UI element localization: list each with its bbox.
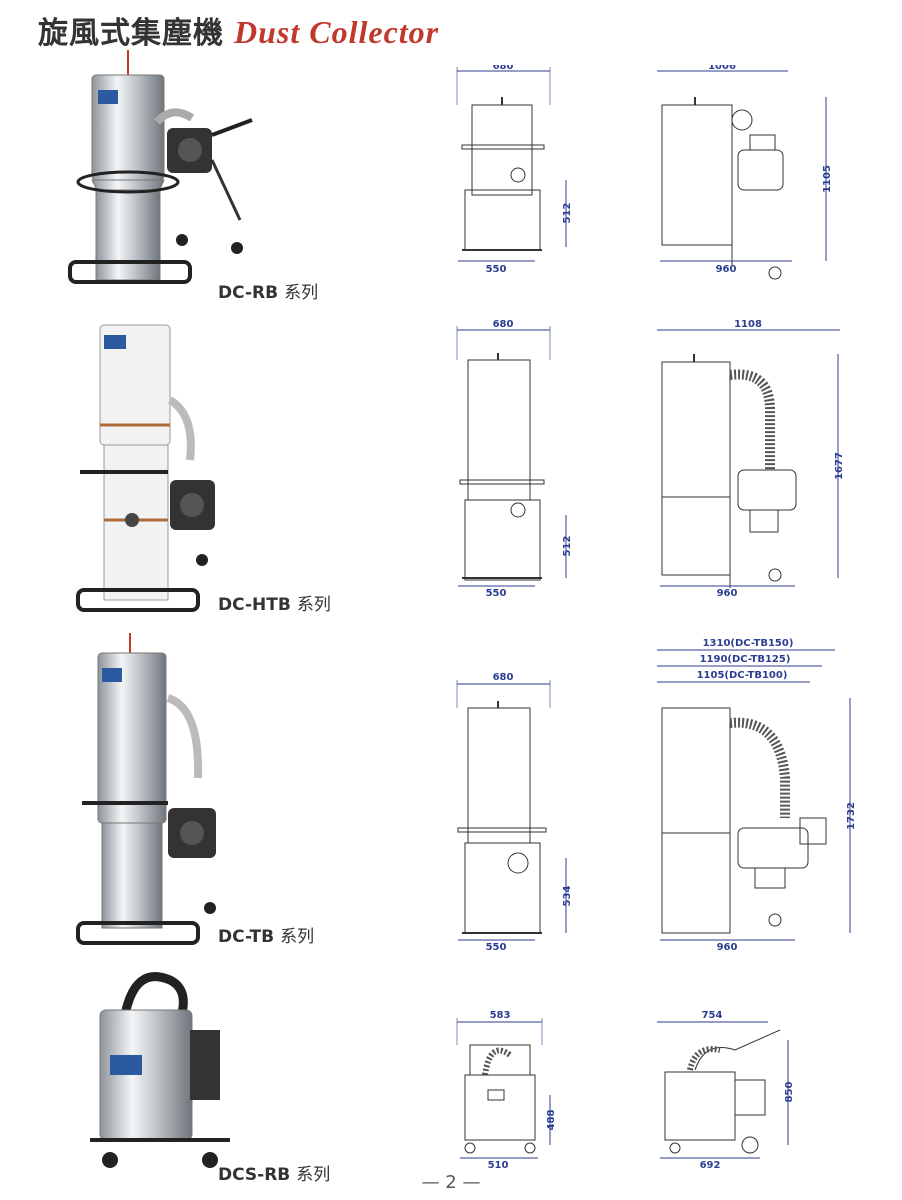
- dc-rb-photo: [68, 50, 253, 284]
- title-zh: 旋風式集塵機: [38, 16, 224, 51]
- dim-base: 960: [716, 264, 737, 275]
- model-name: DC-HTB: [218, 595, 291, 615]
- model-suffix: 系列: [296, 1165, 331, 1185]
- dim-height: 512: [562, 536, 573, 557]
- dc-htb-side-drawing: 1108 960 1677: [657, 320, 845, 599]
- dim-width: 680: [493, 65, 514, 72]
- dim-width: 680: [493, 672, 514, 683]
- model-suffix: 系列: [284, 283, 319, 303]
- dim-base: 960: [717, 588, 738, 599]
- model-name: DC-TB: [218, 927, 275, 947]
- dc-tb-photo: [76, 633, 216, 945]
- dim-width: 754: [702, 1010, 723, 1021]
- dim-width-tb125: 1190(DC-TB125): [700, 654, 791, 665]
- dc-htb-front-drawing: 680 550 512: [456, 320, 573, 599]
- page-number: — 2 —: [421, 1172, 481, 1193]
- dim-width: 583: [490, 1010, 511, 1021]
- dim-height: 512: [562, 203, 573, 224]
- dim-base: 510: [488, 1160, 509, 1170]
- dc-rb-front-drawing: 680 550 512: [456, 65, 573, 275]
- model-suffix: 系列: [296, 595, 331, 615]
- dim-width: 680: [493, 320, 514, 330]
- dim-base: 692: [700, 1160, 721, 1170]
- dim-base: 550: [486, 264, 507, 275]
- dim-height: 534: [562, 886, 573, 907]
- model-name: DCS-RB: [218, 1165, 291, 1185]
- dim-width: 1006: [708, 65, 736, 72]
- title-en: Dust Collector: [234, 14, 440, 50]
- model-name: DC-RB: [218, 283, 279, 303]
- dc-tb-front-drawing: 680 550 534: [456, 672, 573, 953]
- dim-base: 550: [486, 942, 507, 953]
- dim-width-tb100: 1105(DC-TB100): [697, 670, 788, 681]
- dim-height: 850: [784, 1082, 795, 1103]
- dcs-rb-photo: [90, 972, 230, 1168]
- dc-htb-photo: [76, 324, 215, 612]
- dim-base: 550: [486, 588, 507, 599]
- dc-tb-side-drawing: 1310(DC-TB150) 1190(DC-TB125) 1105(DC-TB…: [657, 638, 857, 953]
- page-title: 旋風式集塵機 Dust Collector: [38, 8, 439, 52]
- model-suffix: 系列: [280, 927, 315, 947]
- dim-base: 960: [717, 942, 738, 953]
- dcs-rb-front-drawing: 583 510 488: [456, 1010, 557, 1170]
- dc-rb-side-drawing: 1108 1006 960 1105: [657, 65, 833, 280]
- dim-height: 1105: [822, 165, 833, 193]
- dim-width-tb150: 1310(DC-TB150): [703, 638, 794, 649]
- dcs-rb-side-drawing: 754 692 850: [657, 1010, 795, 1170]
- dim-width: 1108: [734, 320, 762, 330]
- dim-height: 1677: [834, 452, 845, 480]
- dim-height: 1732: [846, 802, 857, 830]
- dim-height: 488: [546, 1110, 557, 1131]
